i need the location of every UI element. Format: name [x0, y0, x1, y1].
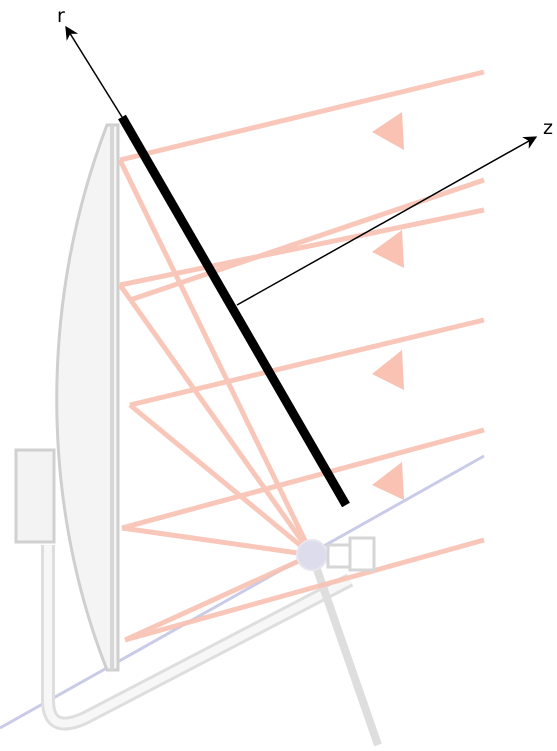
r-axis-label: r	[57, 5, 65, 27]
z-axis-label: z	[543, 117, 553, 139]
ray-direction-arrows	[372, 112, 404, 500]
dish-mount-plate	[14, 448, 56, 544]
ground-line	[0, 454, 485, 730]
r-axis-arrow	[65, 25, 123, 118]
aperture-plane-line	[118, 114, 350, 508]
background-antenna-illustration	[0, 69, 485, 747]
z-axis-arrow	[236, 136, 538, 306]
parabolic-dish-antenna-icon	[14, 123, 354, 731]
converging-rays	[117, 69, 485, 643]
feed-horn-icon	[296, 536, 376, 572]
